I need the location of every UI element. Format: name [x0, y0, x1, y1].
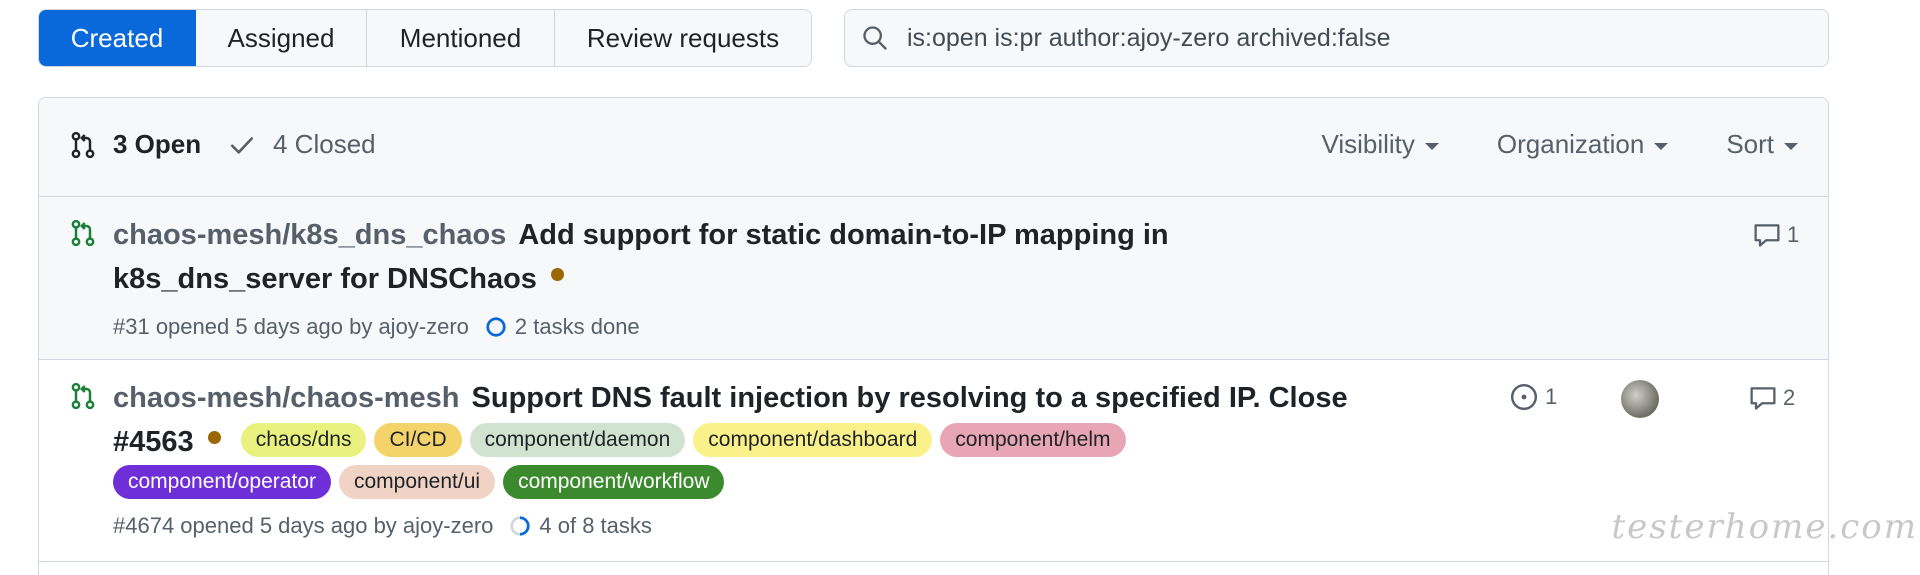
label-component-ui[interactable]: component/ui — [338, 465, 496, 499]
task-progress-icon — [509, 515, 531, 537]
pr-meta: #4674 opened 5 days ago by ajoy-zero 4 o… — [113, 513, 652, 539]
pr-title-link[interactable]: Add support for static domain-to-IP mapp… — [113, 219, 1169, 295]
label-component-workflow[interactable]: component/workflow — [503, 465, 725, 499]
task-progress: 4 of 8 tasks — [539, 513, 652, 538]
search-input[interactable] — [907, 23, 1828, 53]
repo-link[interactable]: chaos-mesh/k8s_dns_chaos — [113, 219, 507, 251]
caret-down-icon — [1424, 142, 1439, 150]
linked-issue-count: 1 — [1545, 384, 1558, 409]
list-header: 3 Open 4 Closed Visibility Organization … — [39, 98, 1828, 197]
avatar[interactable] — [1621, 380, 1659, 418]
comment-icon — [1753, 221, 1781, 249]
label-component-daemon[interactable]: component/daemon — [469, 423, 686, 458]
comment-count: 1 — [1787, 222, 1800, 247]
linked-issues-link[interactable]: 1 — [1509, 382, 1557, 412]
pull-request-list: 3 Open 4 Closed Visibility Organization … — [38, 97, 1829, 575]
label-chaos-dns[interactable]: chaos/dns — [240, 423, 367, 458]
open-filter[interactable]: 3 Open — [69, 129, 201, 160]
visibility-dropdown[interactable]: Visibility — [1321, 129, 1439, 160]
label-list: component/operator component/ui componen… — [113, 465, 732, 499]
caret-down-icon — [1654, 142, 1669, 150]
pr-title-link[interactable]: Support DNS fault injection by resolving… — [113, 382, 1348, 458]
sort-dropdown[interactable]: Sort — [1726, 129, 1798, 160]
label-component-operator[interactable]: component/operator — [113, 465, 331, 499]
pr-filter-tabs: Created Assigned Mentioned Review reques… — [38, 9, 812, 67]
task-progress-icon — [485, 316, 507, 338]
filter-menus: Visibility Organization Sort — [1263, 129, 1798, 160]
status-dot — [550, 267, 564, 281]
status-dot — [207, 430, 221, 444]
comments-link[interactable]: 1 — [1753, 221, 1799, 249]
tab-mentioned[interactable]: Mentioned — [367, 10, 555, 66]
tab-review-requests[interactable]: Review requests — [555, 10, 811, 66]
pr-opened-info: #31 opened 5 days ago by ajoy-zero — [113, 314, 469, 339]
tab-created[interactable]: Created — [39, 10, 196, 66]
open-count: 3 Open — [113, 129, 202, 159]
task-progress: 2 tasks done — [514, 314, 640, 339]
pull-request-icon — [69, 130, 99, 160]
closed-filter[interactable]: 4 Closed — [229, 129, 376, 160]
comment-icon — [1749, 384, 1777, 412]
open-pull-request-icon — [71, 382, 95, 410]
comments-link[interactable]: 2 — [1749, 384, 1795, 412]
repo-link[interactable]: chaos-mesh/chaos-mesh — [113, 382, 460, 414]
label-component-helm[interactable]: component/helm — [940, 423, 1126, 458]
label-ci-cd[interactable]: CI/CD — [374, 423, 462, 458]
pr-opened-info: #4674 opened 5 days ago by ajoy-zero — [113, 513, 494, 538]
caret-down-icon — [1784, 142, 1798, 150]
watermark: testerhome.com — [1611, 507, 1918, 547]
search-icon — [861, 22, 893, 54]
closed-count: 4 Closed — [273, 129, 376, 159]
tab-assigned[interactable]: Assigned — [196, 10, 367, 66]
search-box[interactable] — [844, 9, 1829, 67]
comment-count: 2 — [1783, 385, 1796, 410]
organization-dropdown[interactable]: Organization — [1497, 129, 1669, 160]
check-icon — [229, 130, 259, 160]
pr-meta: #31 opened 5 days ago by ajoy-zero 2 tas… — [113, 314, 640, 340]
issue-opened-icon — [1510, 383, 1538, 411]
label-component-dashboard[interactable]: component/dashboard — [693, 423, 933, 458]
open-pull-request-icon — [71, 219, 95, 247]
